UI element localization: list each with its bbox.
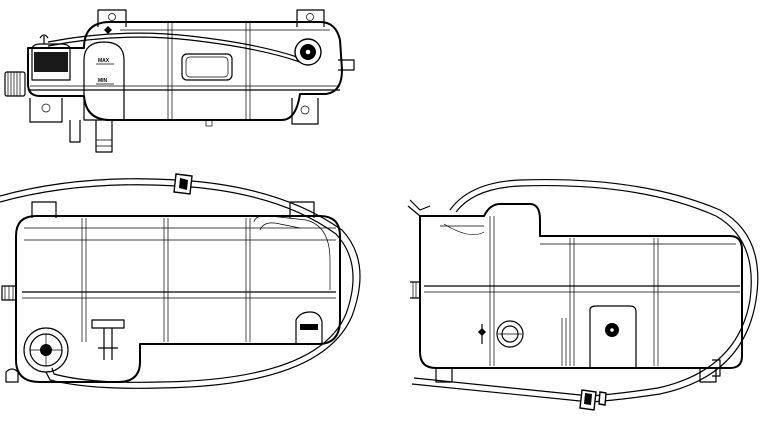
top-view-spigot-center [95, 120, 113, 153]
front-view-bottom-fitting [5, 368, 19, 383]
front-view-lug-right [289, 201, 315, 218]
front-view-body [15, 215, 341, 383]
top-view-outlet-right [338, 59, 355, 71]
side-view-cap [496, 320, 524, 348]
top-view-mount-hole-right [306, 13, 314, 21]
top-view-bracket-left [29, 98, 63, 123]
side-view-side-fitting [410, 281, 421, 299]
top-view-window [181, 53, 233, 81]
front-view-side-fitting [1, 285, 17, 301]
front-view [0, 173, 361, 389]
diamond-marker-icon [104, 26, 112, 34]
top-view-bracket-right [291, 98, 319, 125]
top-view: MAX MIN [4, 9, 355, 153]
side-view-top-tab [409, 199, 431, 211]
top-view-spigot-left [69, 120, 81, 143]
front-view-sensor [91, 319, 125, 329]
side-view-hose [411, 179, 759, 403]
front-view-lug-left [31, 201, 57, 218]
side-view-foot-left [435, 368, 453, 383]
min-label: MIN [98, 78, 108, 84]
side-view-body [419, 203, 743, 369]
side-view-center-port [589, 305, 637, 369]
top-view-cap-ribs [4, 71, 26, 97]
front-view-hose [0, 178, 361, 389]
top-view-hose [47, 32, 301, 59]
top-view-mount-tab-right [296, 9, 325, 27]
max-label: MAX [98, 58, 110, 64]
front-view-clip [295, 311, 323, 345]
side-view [407, 179, 759, 411]
top-view-mount-hole-left [108, 13, 116, 21]
top-view-body [27, 21, 343, 121]
level-indicator-area [83, 41, 125, 121]
side-view-foot-right [699, 368, 717, 383]
top-view-mount-tab-left [97, 9, 127, 27]
